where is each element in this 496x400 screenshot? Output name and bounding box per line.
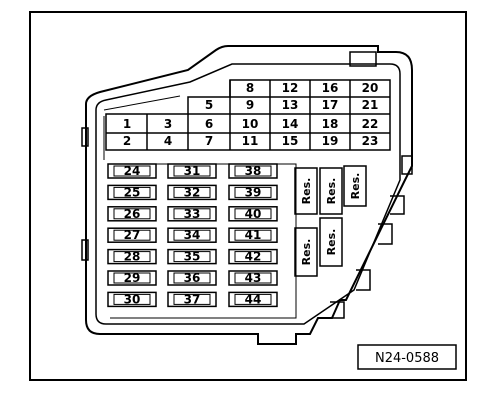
fuse-number: 24 <box>124 164 141 178</box>
fuse-number: 8 <box>246 81 254 95</box>
fuse-number: 21 <box>362 98 379 112</box>
fuse-number: 43 <box>245 271 262 285</box>
fuse-number: 23 <box>362 134 379 148</box>
figure-code: N24-0588 <box>375 351 439 366</box>
fuse-number: 37 <box>184 292 201 306</box>
fuse-slot: 39 <box>228 184 278 201</box>
fuse-number: 16 <box>322 81 339 95</box>
relay-slot-1: Res. <box>294 167 318 215</box>
fuse-number: 27 <box>124 228 141 242</box>
fuse-number: 13 <box>282 98 299 112</box>
fuse-number: 17 <box>322 98 339 112</box>
fuse-number: 28 <box>124 250 141 264</box>
fuse-slot: 38 <box>228 163 278 179</box>
relay-slot-3: Res. <box>343 165 367 207</box>
fuse-number: 40 <box>245 207 262 221</box>
fuse-number: 41 <box>245 228 262 242</box>
relay-slot-5: Res. <box>319 217 343 267</box>
fuse-slot: 42 <box>228 248 278 265</box>
fuse-number: 34 <box>184 228 201 242</box>
fuse-number: 3 <box>164 117 172 131</box>
fuse-slot: 35 <box>167 248 217 265</box>
fuse-slot: 31 <box>167 163 217 179</box>
fuse-number: 36 <box>184 271 201 285</box>
fuse-number: 15 <box>282 134 299 148</box>
fuse-number: 1 <box>123 117 131 131</box>
fuse-slot: 29 <box>107 270 157 286</box>
fuse-number: 18 <box>322 117 339 131</box>
fuse-slot: 44 <box>228 291 278 308</box>
fuse-number: 31 <box>184 164 201 178</box>
fuse-number: 12 <box>282 81 299 95</box>
fuse-slot: 40 <box>228 206 278 222</box>
fuse-slot: 34 <box>167 227 217 243</box>
fuse-number: 11 <box>242 134 259 148</box>
relay-slot-2: Res. <box>319 167 343 215</box>
figure-code-box: N24-0588 <box>357 344 457 370</box>
fuse-number: 39 <box>245 185 262 199</box>
relay-slot-4: Res. <box>294 227 318 277</box>
fuse-number: 9 <box>246 98 254 112</box>
fuse-number: 44 <box>245 292 262 306</box>
fuse-number: 32 <box>184 185 201 199</box>
fuse-number: 22 <box>362 117 379 131</box>
fuse-number: 6 <box>205 117 213 131</box>
fuse-number: 14 <box>282 117 299 131</box>
fuse-number: 35 <box>184 250 201 264</box>
fuse-slot: 27 <box>107 227 157 243</box>
fuse-number: 38 <box>245 164 262 178</box>
fuse-number: 33 <box>184 207 201 221</box>
fuse-number: 4 <box>164 134 172 148</box>
fuse-box-housing <box>81 45 413 345</box>
fuse-slot: 30 <box>107 291 157 308</box>
top-fuse-grid <box>105 79 391 151</box>
fuse-number: 25 <box>124 185 141 199</box>
fuse-number: 7 <box>205 134 213 148</box>
fuse-slot: 26 <box>107 206 157 222</box>
fuse-number: 29 <box>124 271 141 285</box>
relay-label: Res. <box>325 178 338 205</box>
fuse-number: 5 <box>205 98 213 112</box>
relay-label: Res. <box>325 229 338 256</box>
fuse-number: 30 <box>124 292 141 306</box>
fuse-number: 42 <box>245 250 262 264</box>
relay-label: Res. <box>300 239 313 266</box>
fuse-slot: 25 <box>107 184 157 201</box>
fuse-slot: 33 <box>167 206 217 222</box>
fuse-slot: 32 <box>167 184 217 201</box>
fuse-slot: 37 <box>167 291 217 308</box>
fuse-number: 20 <box>362 81 379 95</box>
fuse-number: 2 <box>123 134 131 148</box>
fuse-slot: 41 <box>228 227 278 243</box>
fuse-number: 26 <box>124 207 141 221</box>
fuse-number: 19 <box>322 134 339 148</box>
fuse-slot: 43 <box>228 270 278 286</box>
fuse-columns: 24 25 26 27 28 29 30 31 32 33 34 35 36 37 38 39 40 41 42 43… <box>107 163 278 308</box>
relay-label: Res. <box>349 173 362 200</box>
fuse-slot: 24 <box>107 163 157 179</box>
fuse-slot: 36 <box>167 270 217 286</box>
fuse-slot: 28 <box>107 248 157 265</box>
relay-slots: Res. Res. Res. Res. Res. <box>294 165 367 277</box>
outer-frame <box>29 11 467 381</box>
fuse-number: 10 <box>242 117 259 131</box>
relay-label: Res. <box>300 178 313 205</box>
